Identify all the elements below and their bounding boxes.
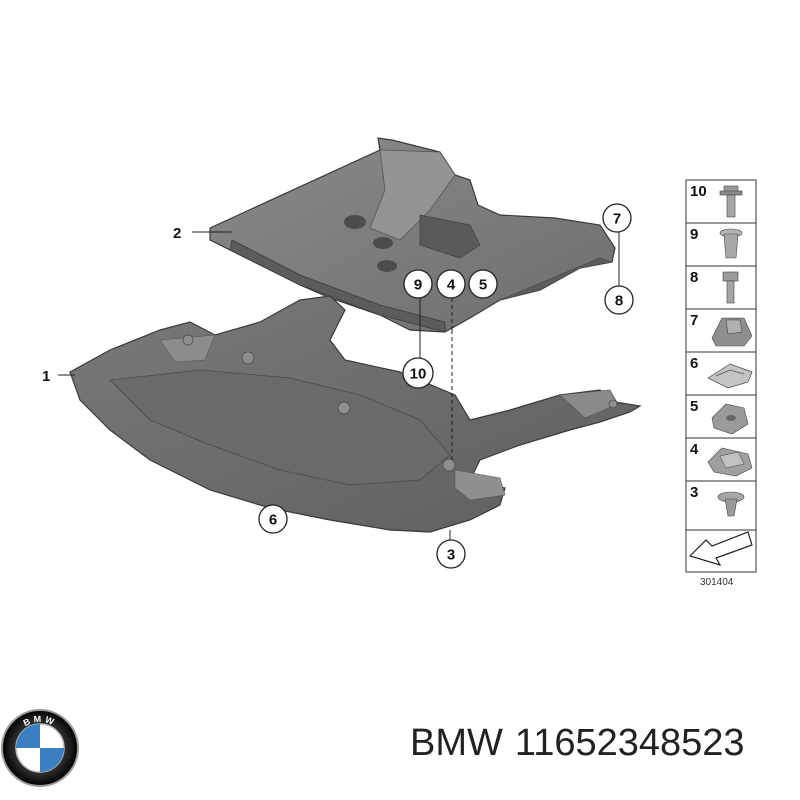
callout-4: 4 xyxy=(436,269,466,299)
push-rivet-icon xyxy=(717,491,745,517)
callout-6-label: 6 xyxy=(269,512,277,529)
speed-nut-icon xyxy=(711,403,749,435)
lower-underbody-panel xyxy=(69,295,642,533)
svg-text:BMW: BMW xyxy=(22,714,58,728)
callout-9-label: 9 xyxy=(414,277,422,294)
legend-item-5-label: 5 xyxy=(690,398,698,415)
callout-2: 2 xyxy=(173,225,181,242)
legend-item-3: 3 xyxy=(690,484,745,517)
legend-item-4-label: 4 xyxy=(690,441,699,458)
reference-code: 301404 xyxy=(700,577,734,588)
callout-5: 5 xyxy=(468,269,498,299)
bmw-logo: BMW xyxy=(1,709,79,787)
legend-item-9-label: 9 xyxy=(690,226,698,243)
direction-arrow-icon xyxy=(688,531,753,567)
legend-item-7-label: 7 xyxy=(690,312,698,329)
brand-name: BMW xyxy=(410,722,503,764)
spring-clip-icon xyxy=(707,363,753,389)
callout-9: 9 xyxy=(403,269,433,299)
legend-item-6: 6 xyxy=(690,355,753,389)
legend-item-9: 9 xyxy=(690,226,743,259)
legend-item-3-label: 3 xyxy=(690,484,698,501)
callout-3: 3 xyxy=(436,539,466,569)
part-number: 11652348523 xyxy=(514,722,745,764)
callout-10: 10 xyxy=(402,357,434,389)
part-caption: BMW 11652348523 xyxy=(410,718,795,768)
legend-item-7: 7 xyxy=(690,312,753,347)
legend-item-6-label: 6 xyxy=(690,355,698,372)
callout-circles: 7 8 9 4 5 10 6 3 xyxy=(258,203,634,569)
legend-item-8: 8 xyxy=(690,269,739,304)
logo-text: BMW xyxy=(22,714,55,728)
legend-item-5: 5 xyxy=(690,398,749,435)
legend-item-10: 10 xyxy=(690,183,743,218)
cage-nut-icon xyxy=(711,317,753,347)
callout-8-label: 8 xyxy=(615,293,623,310)
callout-1: 1 xyxy=(42,368,50,385)
legend-item-4: 4 xyxy=(690,441,753,477)
callout-8: 8 xyxy=(604,285,634,315)
upper-underbody-plate xyxy=(209,137,616,333)
callout-7-label: 7 xyxy=(613,211,621,228)
callout-10-label: 10 xyxy=(410,366,427,383)
callout-5-label: 5 xyxy=(479,277,487,294)
clip-nut-icon xyxy=(707,447,753,477)
callout-6: 6 xyxy=(258,504,288,534)
leader-lines xyxy=(58,231,620,540)
callout-3-label: 3 xyxy=(447,547,455,564)
hex-bolt-icon xyxy=(722,271,739,304)
legend-item-8-label: 8 xyxy=(690,269,698,286)
legend-item-10-label: 10 xyxy=(690,183,707,200)
callout-7: 7 xyxy=(602,203,632,233)
flange-bolt-icon xyxy=(719,185,743,218)
callout-4-label: 4 xyxy=(447,277,456,294)
fastener-legend: 10 9 8 7 xyxy=(685,179,757,573)
rivet-nut-icon xyxy=(719,228,743,259)
